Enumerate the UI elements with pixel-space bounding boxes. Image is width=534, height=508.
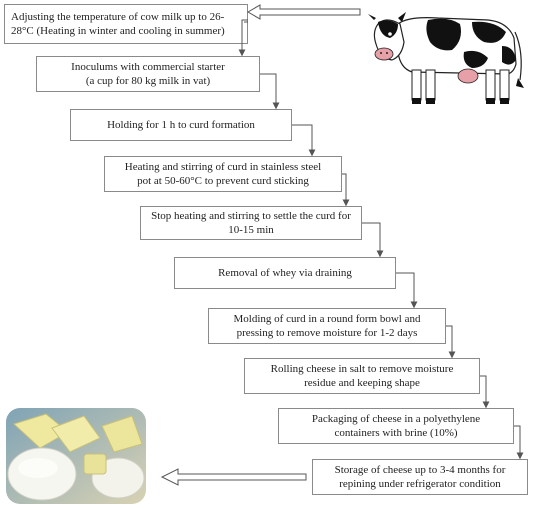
arrow-3-4: [292, 124, 316, 157]
step-molding: Molding of curd in a round form bowl and…: [208, 308, 446, 344]
arrow-cow-to-start: [247, 4, 361, 20]
step-holding: Holding for 1 h to curd formation: [70, 109, 292, 141]
arrow-5-6: [362, 222, 384, 258]
arrow-6-7: [396, 272, 418, 309]
arrow-8-9: [480, 375, 490, 409]
step-stop-heating: Stop heating and stirring to settle the …: [140, 206, 362, 240]
arrow-storage-to-photo: [160, 468, 307, 486]
arrow-2-3: [260, 73, 280, 110]
cow-illustration: [368, 12, 524, 104]
arrow-9-10: [514, 425, 524, 460]
arrow-7-8: [446, 325, 456, 359]
step-adjust-temperature: Adjusting the temperature of cow milk up…: [4, 4, 248, 44]
cheese-photo: [6, 408, 146, 504]
step-salt-rolling: Rolling cheese in salt to remove moistur…: [244, 358, 480, 394]
step-packaging: Packaging of cheese in a polyethylene co…: [278, 408, 514, 444]
step-whey-removal: Removal of whey via draining: [174, 257, 396, 289]
step-inoculation: Inoculums with commercial starter (a cup…: [36, 56, 260, 92]
step-heating-stirring: Heating and stirring of curd in stainles…: [104, 156, 342, 192]
arrow-4-5: [342, 173, 350, 207]
step-storage: Storage of cheese up to 3-4 months for r…: [312, 459, 528, 495]
